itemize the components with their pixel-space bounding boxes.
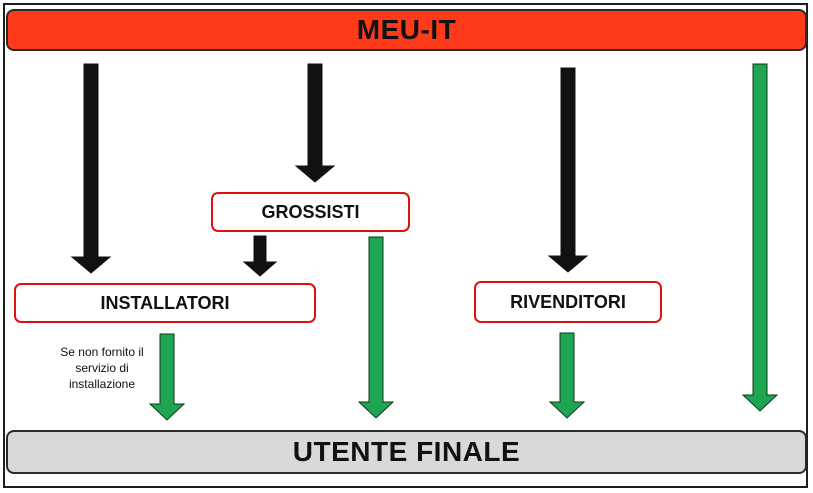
- utente-finale-footer: UTENTE FINALE: [6, 430, 807, 474]
- arrow-grossisti-to-utente: [357, 236, 395, 419]
- arrow-rivenditori-to-utente: [548, 332, 586, 419]
- rivenditori-box: RIVENDITORI: [474, 281, 662, 323]
- installatori-label: INSTALLATORI: [100, 292, 230, 313]
- arrow-grossisti-to-installatori: [242, 235, 278, 277]
- arrow-meu-to-grossisti: [294, 63, 336, 183]
- arrow-meu-to-installatori: [70, 63, 112, 274]
- grossisti-box: GROSSISTI: [211, 192, 410, 232]
- meu-it-header: MEU-IT: [6, 9, 807, 51]
- installation-note: Se non fornito il servizio di installazi…: [60, 345, 144, 391]
- diagram-frame: [3, 3, 808, 488]
- rivenditori-label: RIVENDITORI: [510, 291, 626, 312]
- arrow-meu-to-rivenditori: [547, 67, 589, 273]
- grossisti-label: GROSSISTI: [261, 201, 360, 222]
- arrow-meu-to-utente: [741, 63, 779, 412]
- installatori-box: INSTALLATORI: [14, 283, 316, 323]
- arrow-installatori-to-utente: [148, 333, 186, 421]
